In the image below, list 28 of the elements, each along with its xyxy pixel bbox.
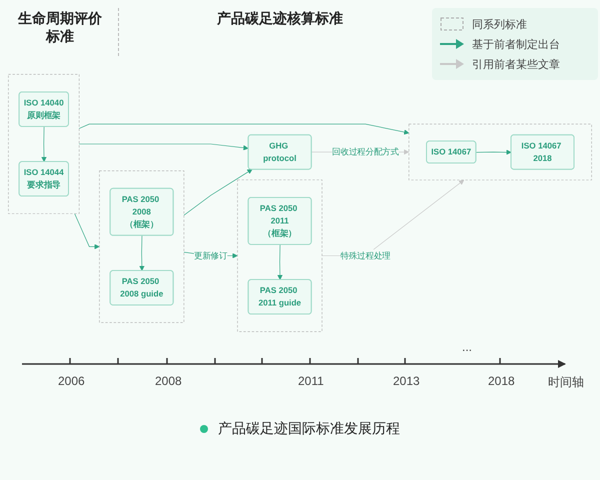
arrow — [41, 126, 47, 162]
column-heading: 生命周期评价标准 — [16, 10, 103, 46]
cluster — [237, 180, 322, 332]
axis-title: 时间轴 — [548, 374, 584, 391]
year-label: 2018 — [488, 374, 515, 388]
edge-label: 更新修订 — [194, 250, 228, 260]
legend-label: 基于前者制定出台 — [472, 38, 560, 52]
column-heading: 产品碳足迹核算标准 — [216, 10, 344, 28]
edge-label: 特殊过程处理 — [340, 250, 390, 260]
arrow — [74, 213, 100, 250]
cluster — [99, 170, 184, 323]
arrow — [139, 235, 144, 272]
ellipsis-text: ... — [462, 340, 472, 354]
arrow — [78, 144, 248, 150]
cluster — [408, 124, 592, 180]
year-label: 2006 — [58, 374, 85, 388]
arrow — [184, 169, 252, 216]
arrow — [277, 244, 283, 280]
year-label: 2008 — [155, 374, 182, 388]
legend-label: 同系列标准 — [472, 18, 527, 32]
edge-label: 回收过程分配方式 — [332, 146, 399, 156]
cluster — [8, 74, 80, 214]
year-label: 2011 — [298, 374, 324, 388]
year-label: 2013 — [393, 374, 420, 388]
arrow — [476, 150, 512, 155]
legend-label: 引用前者某些文章 — [472, 58, 560, 72]
caption-text: 产品碳足迹国际标准发展历程 — [218, 420, 400, 438]
arrow — [78, 124, 410, 135]
